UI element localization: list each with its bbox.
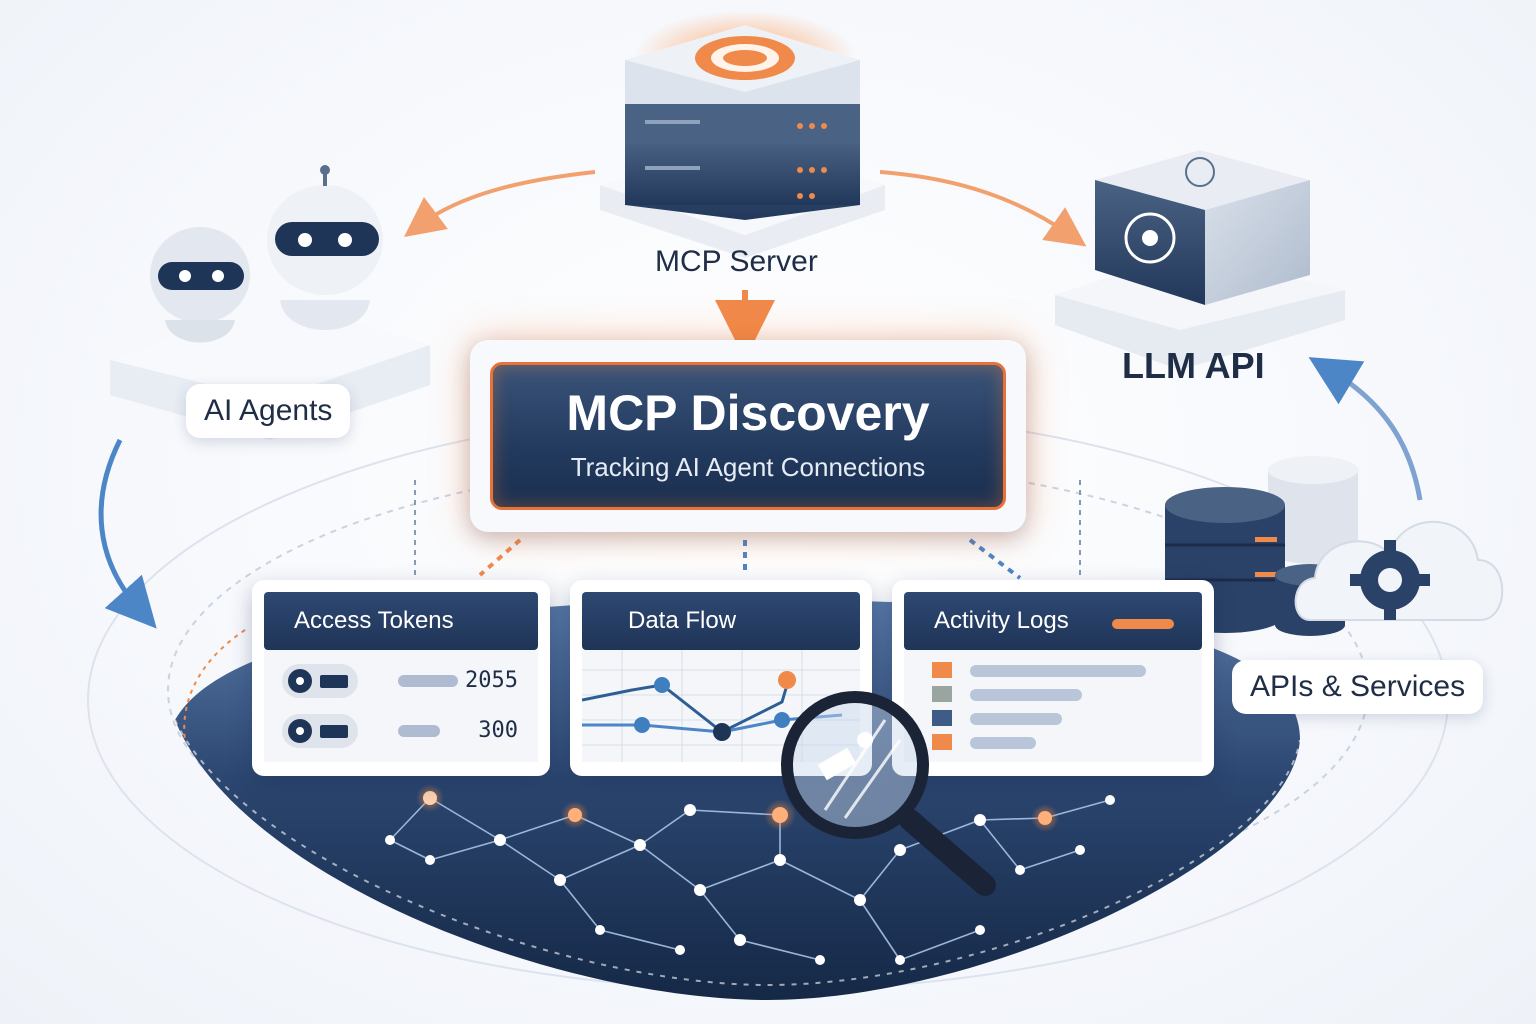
llm-api-label: LLM API	[1122, 345, 1265, 386]
magnifier-icon	[781, 691, 996, 896]
data-flow-chart	[582, 650, 860, 762]
token-pill	[282, 714, 358, 748]
log-bar	[970, 665, 1146, 677]
token-row[interactable]: 300	[264, 714, 538, 754]
activity-logs-body	[904, 650, 1202, 762]
hero-card: MCP Discovery Tracking AI Agent Connecti…	[470, 340, 1026, 532]
log-bar	[970, 689, 1082, 701]
server-icon	[600, 10, 885, 258]
token-pill	[282, 664, 358, 698]
token-row[interactable]: 2055	[264, 664, 538, 704]
page-title: MCP Discovery	[566, 385, 930, 441]
log-row[interactable]	[918, 684, 1188, 706]
token-status-icon	[288, 669, 312, 693]
log-status-swatch	[932, 734, 952, 750]
access-tokens-title: Access Tokens	[264, 592, 538, 650]
data-flow-title: Data Flow	[582, 592, 860, 650]
cube-icon	[1055, 150, 1345, 370]
log-bar	[970, 713, 1062, 725]
token-value: 300	[478, 718, 518, 743]
activity-indicator	[1112, 619, 1174, 629]
hero-inner	[490, 362, 1006, 510]
access-tokens-panel[interactable]: Access Tokens 2055 300	[252, 580, 550, 776]
log-status-swatch	[932, 686, 952, 702]
log-row[interactable]	[918, 732, 1188, 754]
apis-services-label: APIs & Services	[1232, 660, 1484, 714]
token-bar	[398, 675, 458, 687]
ai-agents-label: AI Agents	[186, 384, 351, 438]
log-status-swatch	[932, 662, 952, 678]
access-tokens-body: 2055 300	[264, 650, 538, 762]
token-bar	[398, 725, 440, 737]
data-flow-panel[interactable]: Data Flow	[570, 580, 872, 776]
page-subtitle: Tracking AI Agent Connections	[570, 452, 926, 482]
token-value: 2055	[465, 668, 518, 693]
gear-icon	[1350, 540, 1430, 620]
log-bar	[970, 737, 1036, 749]
log-row[interactable]	[918, 660, 1188, 682]
token-status-icon	[288, 719, 312, 743]
log-row[interactable]	[918, 708, 1188, 730]
key-icon	[320, 675, 348, 688]
mcp-server-label: MCP Server	[655, 245, 818, 278]
activity-logs-panel[interactable]: Activity Logs	[892, 580, 1214, 776]
key-icon	[320, 725, 348, 738]
log-status-swatch	[932, 710, 952, 726]
network-nodes	[385, 784, 1115, 965]
